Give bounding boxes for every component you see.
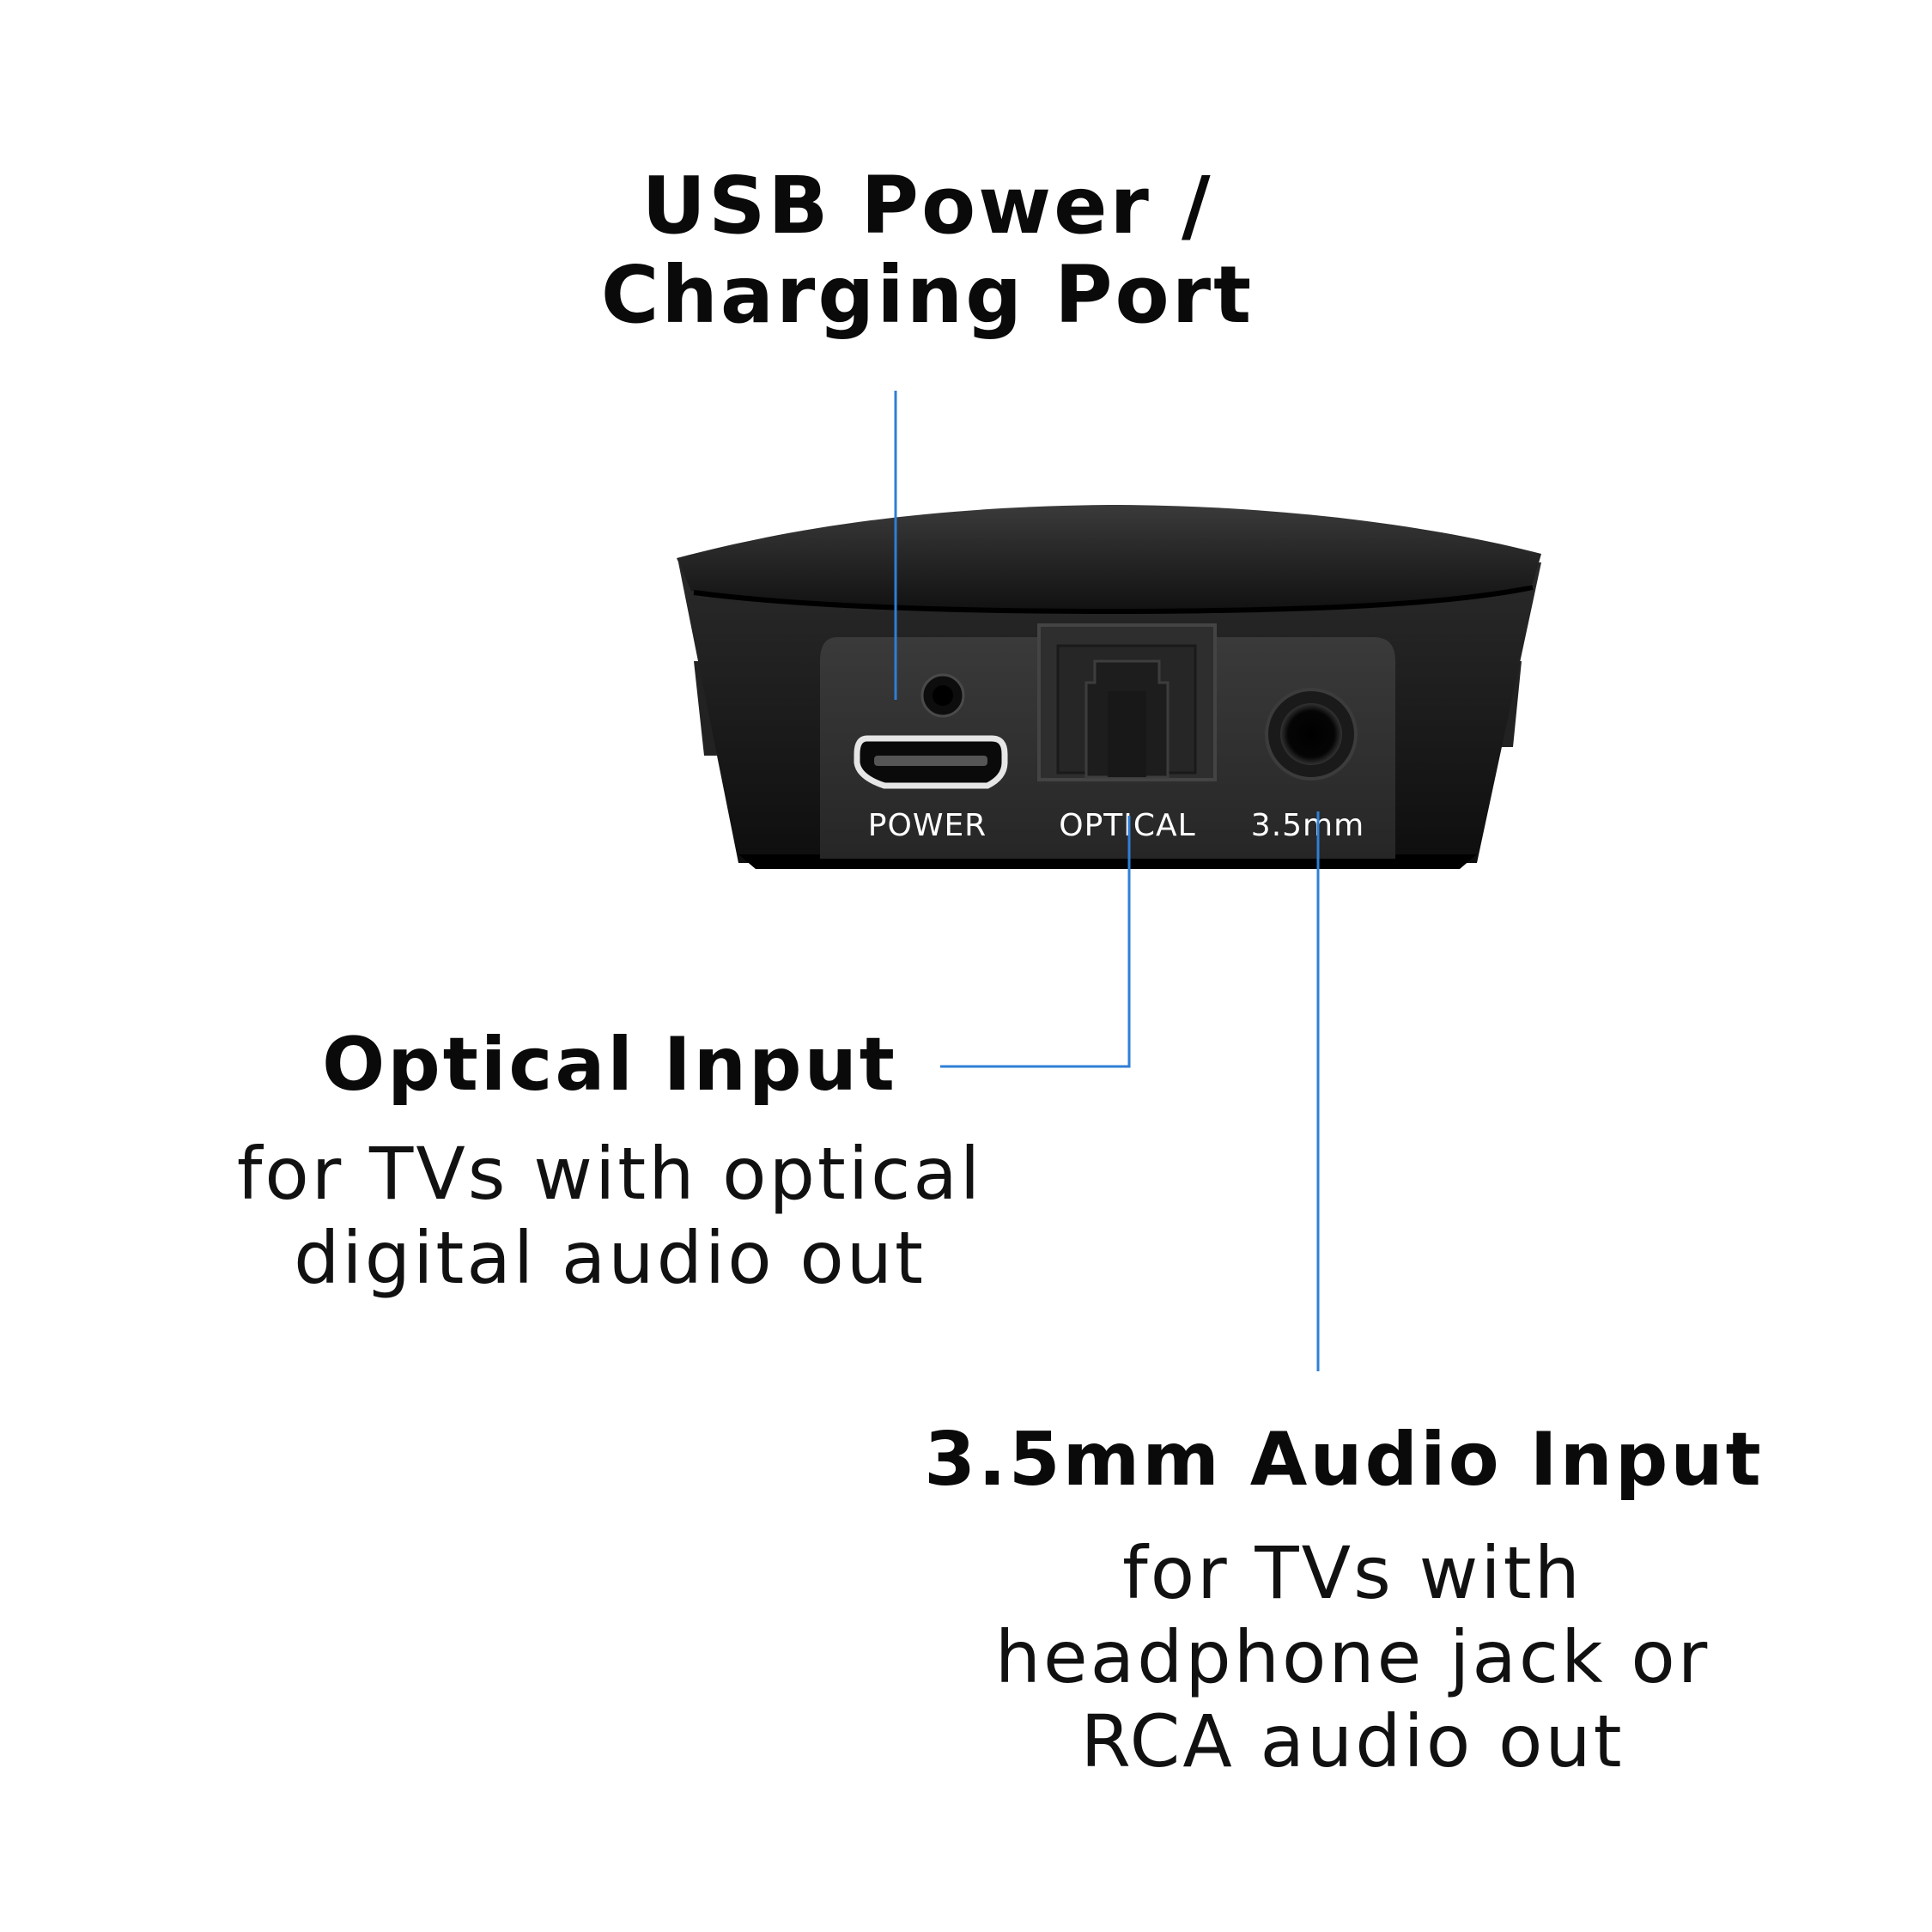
audio-desc-line2: headphone jack or: [994, 1615, 1710, 1699]
port-label-aux: 3.5mm: [1251, 808, 1364, 843]
audio-desc-line1: for TVs with: [1122, 1531, 1583, 1615]
usb-heading-line1: USB Power /: [641, 160, 1213, 252]
optical-desc-line2: digital audio out: [294, 1216, 926, 1300]
optical-input-heading: Optical Input: [322, 1022, 897, 1108]
usb-heading-line2: Charging Port: [600, 249, 1255, 341]
optical-desc-line1: for TVs with optical: [236, 1132, 983, 1216]
leader-line-optical: [940, 816, 1131, 1068]
port-label-power: POWER: [868, 808, 987, 843]
audio-input-heading: 3.5mm Audio Input: [924, 1417, 1764, 1503]
micro-usb-port-icon: [854, 735, 1008, 789]
top-cap-seam: [693, 585, 1534, 615]
optical-input-description: for TVs with optical digital audio out: [197, 1132, 1022, 1300]
audio-jack-icon: [1265, 688, 1358, 781]
usb-port-heading: USB Power / Charging Port: [429, 161, 1425, 340]
audio-input-description: for TVs with headphone jack or RCA audio…: [859, 1531, 1846, 1783]
device-top-cap: [677, 505, 1541, 611]
port-label-optical: OPTICAL: [1059, 808, 1195, 843]
side-button-left: [694, 661, 717, 756]
audio-desc-line3: RCA audio out: [1080, 1699, 1625, 1783]
optical-port-icon: [1037, 623, 1217, 781]
